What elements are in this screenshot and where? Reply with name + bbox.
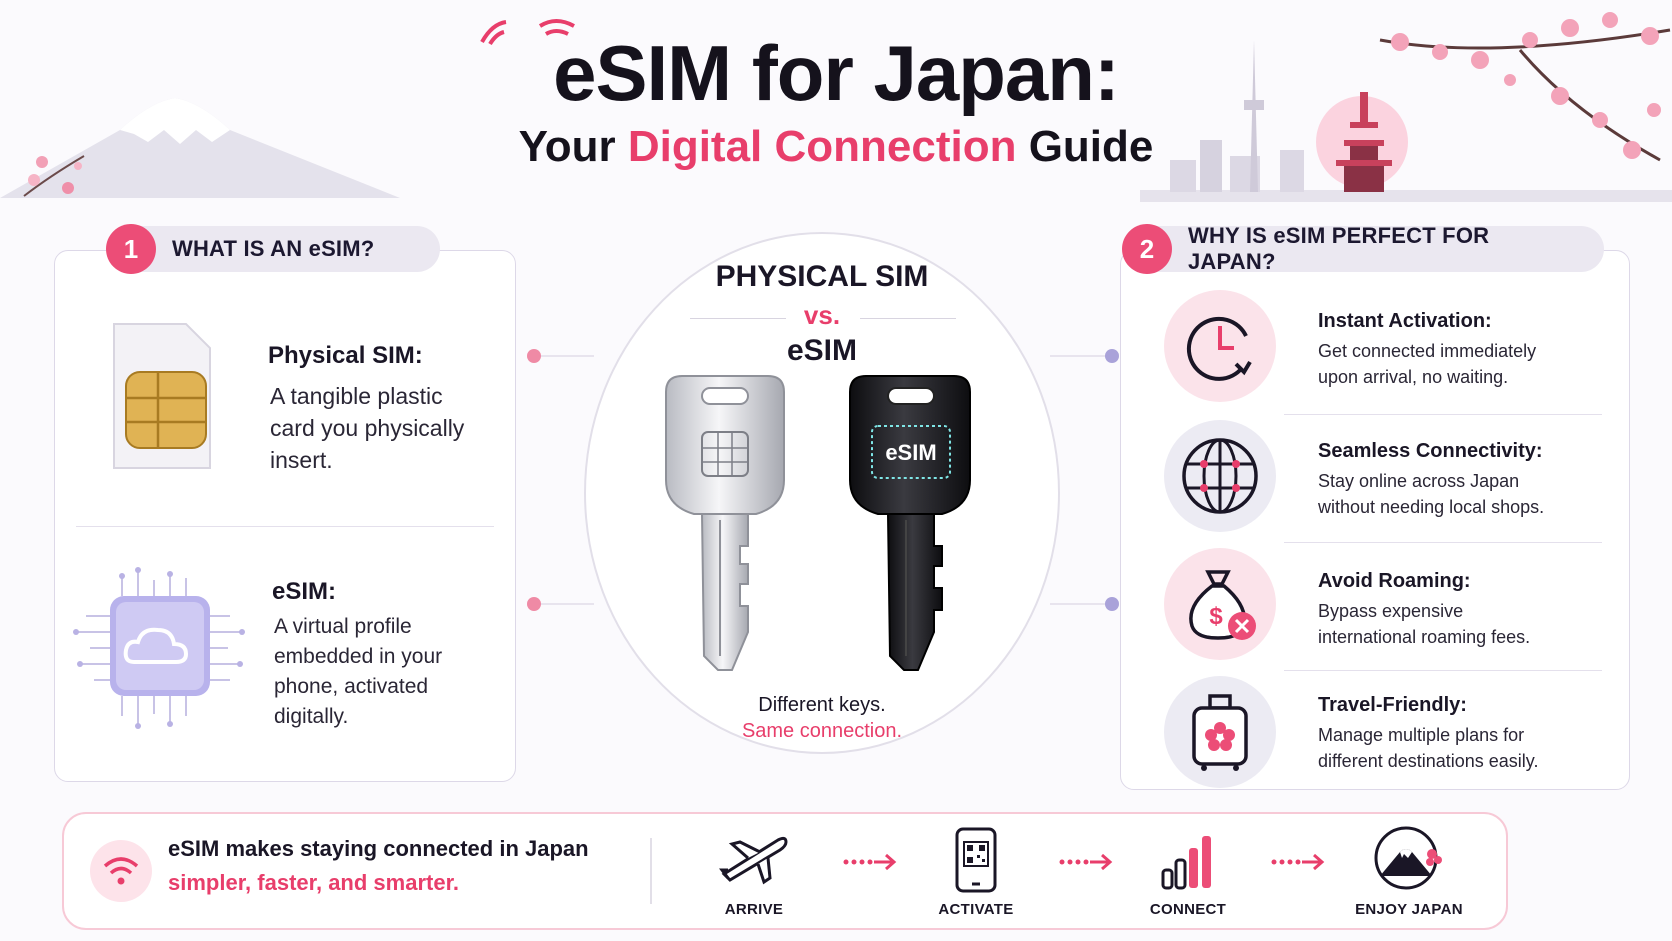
center-divider-right	[860, 318, 956, 319]
money-bag-icon: $	[1189, 570, 1256, 640]
benefit-divider	[1284, 670, 1602, 671]
wifi-signal-icon	[480, 19, 575, 46]
esim-desc-line: phone, activated	[274, 675, 429, 698]
cherry-blossom-branch-icon	[1379, 12, 1671, 162]
esim-desc-line: digitally.	[274, 705, 349, 728]
footer-separator	[650, 838, 652, 904]
silver-key-physical-sim-icon	[665, 375, 785, 671]
center-caption-2: Same connection.	[741, 720, 903, 742]
page-title: eSIM for Japan:	[553, 29, 1120, 117]
footer-line-2: simpler, faster, and smarter.	[168, 870, 460, 895]
benefit-desc-line: Manage multiple plans for	[1318, 725, 1525, 745]
step-label: ACTIVATE	[938, 901, 1014, 918]
benefit-description: Manage multiple plans for different dest…	[1318, 722, 1538, 774]
benefit-title: Travel-Friendly:	[1318, 694, 1467, 716]
esim-desc-line: embedded in your	[274, 645, 443, 668]
subtitle-prefix: Your	[518, 122, 616, 171]
benefit-desc-line: Get connected immediately	[1318, 341, 1537, 361]
esim-key-label: eSIM	[885, 440, 936, 465]
benefit-divider	[1284, 414, 1602, 415]
benefit-desc-line: Bypass expensive	[1318, 601, 1464, 621]
step-label: ENJOY JAPAN	[1355, 901, 1463, 918]
benefit-title: Avoid Roaming:	[1318, 570, 1471, 592]
suitcase-icon	[1192, 694, 1248, 771]
esim-title: eSIM:	[272, 578, 337, 605]
airplane-icon	[719, 836, 788, 885]
benefit-desc-line: Stay online across Japan	[1318, 471, 1520, 491]
physical-sim-desc-line: card you physically	[270, 415, 465, 441]
footer-message: eSIM makes staying connected in Japan si…	[168, 836, 589, 896]
arrow-icon	[1271, 853, 1325, 871]
benefit-title: Instant Activation:	[1318, 310, 1492, 332]
section-2-heading-text: WHY IS eSIM PERFECT FOR JAPAN?	[1188, 223, 1490, 274]
connector-right	[1050, 349, 1119, 611]
benefit-desc-line: international roaming fees.	[1318, 627, 1531, 647]
page-subtitle: Your Digital Connection Guide	[0, 122, 1672, 172]
section-1-heading: WHAT IS AN eSIM?	[110, 226, 440, 272]
phone-qr-icon	[955, 827, 997, 893]
footer-wifi-badge	[90, 840, 152, 902]
globe-icon-circle	[1164, 420, 1276, 532]
subtitle-suffix: Guide	[1028, 122, 1154, 171]
svg-text:$: $	[1209, 603, 1223, 630]
subtitle-accent: Digital Connection	[627, 122, 1017, 171]
footer-line-1: eSIM makes staying connected in Japan	[168, 836, 589, 861]
clock-icon	[1186, 316, 1252, 381]
physical-sim-title: Physical SIM:	[268, 342, 423, 369]
center-physical-sim-label: PHYSICAL SIM	[715, 260, 929, 293]
benefit-description: Bypass expensive international roaming f…	[1318, 598, 1530, 650]
section-1-number-badge: 1	[106, 224, 156, 274]
center-vs-label: vs.	[803, 300, 841, 330]
esim-description: A virtual profile embedded in your phone…	[274, 612, 494, 732]
tokyo-skyline-illustration	[1140, 40, 1672, 202]
mount-fuji-illustration	[0, 98, 400, 198]
center-divider-left	[690, 318, 786, 319]
clock-icon-circle	[1164, 290, 1276, 402]
benefit-desc-line: different destinations easily.	[1318, 751, 1539, 771]
physical-sim-desc-line: insert.	[270, 447, 333, 473]
esim-chip-cloud-icon	[73, 567, 245, 729]
suitcase-icon-circle	[1164, 676, 1276, 788]
comparison-circle	[584, 232, 1060, 754]
esim-desc-line: A virtual profile	[274, 615, 412, 638]
footer-banner	[62, 812, 1508, 930]
wifi-icon	[103, 857, 139, 885]
benefit-description: Stay online across Japan without needing…	[1318, 468, 1544, 520]
physical-sim-description: A tangible plastic card you physically i…	[270, 380, 500, 476]
fuji-badge-icon	[1374, 826, 1442, 890]
sim-card-icon	[113, 323, 211, 469]
globe-icon	[1182, 438, 1258, 514]
benefit-desc-line: without needing local shops.	[1318, 497, 1545, 517]
connector-left	[527, 349, 594, 611]
arrow-icon	[1059, 853, 1113, 871]
center-esim-label: eSIM	[786, 334, 858, 367]
section-1-heading-text: WHAT IS AN eSIM?	[172, 236, 375, 261]
physical-sim-desc-line: A tangible plastic	[270, 383, 443, 409]
benefit-description: Get connected immediately upon arrival, …	[1318, 338, 1536, 390]
section-2-number-badge: 2	[1122, 224, 1172, 274]
step-label: ARRIVE	[724, 901, 784, 918]
benefit-title: Seamless Connectivity:	[1318, 440, 1543, 462]
cherry-blossom-left-icon	[23, 155, 85, 197]
center-caption-1: Different keys.	[758, 694, 886, 716]
benefit-desc-line: upon arrival, no waiting.	[1318, 367, 1509, 387]
section-1-divider	[76, 526, 494, 527]
section-2-heading: WHY IS eSIM PERFECT FOR JAPAN?	[1126, 223, 1604, 274]
money-bag-icon-circle: $	[1164, 548, 1276, 660]
black-key-esim-icon: eSIM	[849, 375, 971, 671]
arrow-icon	[843, 853, 897, 871]
signal-bars-icon	[1161, 836, 1211, 890]
benefit-divider	[1284, 542, 1602, 543]
step-label: CONNECT	[1149, 901, 1227, 918]
